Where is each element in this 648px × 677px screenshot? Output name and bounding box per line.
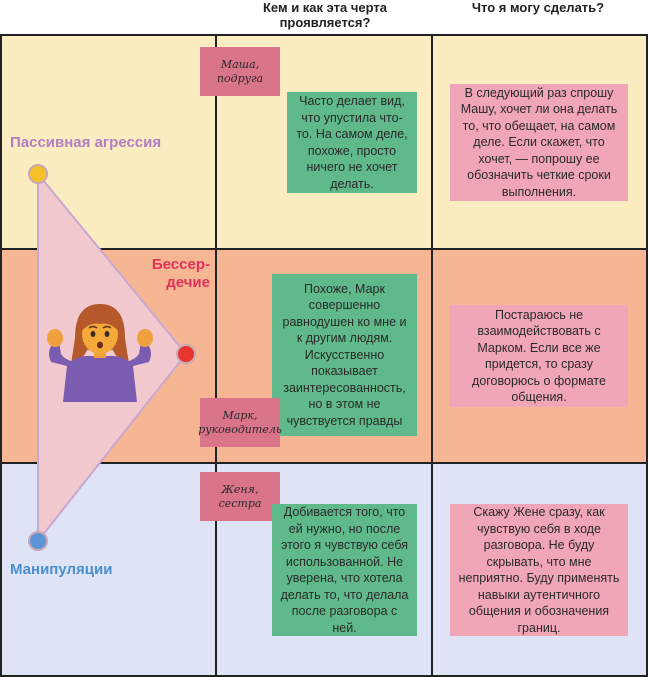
grid-line-row1 bbox=[0, 248, 648, 250]
how-note-passive: Часто делает вид, что упустила что-то. Н… bbox=[287, 92, 417, 193]
trait-label-heartless: Бессер- дечие bbox=[151, 256, 210, 291]
person-tag-mark: Марк, руководитель bbox=[198, 398, 282, 447]
grid-line-bottom bbox=[0, 675, 648, 677]
vertex-dot-passive bbox=[28, 164, 48, 184]
grid-line-top bbox=[0, 34, 648, 36]
person-tag-zhenya: Женя, сестра bbox=[200, 472, 280, 521]
grid-line-right bbox=[646, 35, 648, 677]
person-tag-masha: Маша, подруга bbox=[200, 47, 280, 96]
trait-label-manipulation: Манипуляции bbox=[10, 561, 113, 578]
how-note-manipulation: Добивается того, что ей нужно, но после … bbox=[272, 504, 417, 636]
vertex-dot-manipulation bbox=[28, 531, 48, 551]
action-note-manipulation: Скажу Жене сразу, как чувствую себя в хо… bbox=[450, 504, 628, 636]
action-note-passive: В следующий раз спрошу Машу, хочет ли он… bbox=[450, 84, 628, 201]
grid-line-row2 bbox=[0, 462, 648, 464]
header-action: Что я могу сделать? bbox=[471, 0, 605, 15]
header-how: Кем и как эта черта проявляется? bbox=[262, 0, 388, 30]
grid-line-left bbox=[0, 35, 2, 677]
action-note-heartless: Постараюсь не взаимодействовать с Марком… bbox=[450, 305, 628, 407]
trait-label-passive: Пассивная агрессия bbox=[10, 134, 162, 151]
vertex-dot-heartless bbox=[176, 344, 196, 364]
person-shrugging-icon bbox=[47, 304, 153, 402]
how-note-heartless: Похоже, Марк совершенно равнодушен ко мн… bbox=[272, 274, 417, 436]
grid-line-col1 bbox=[215, 35, 217, 677]
grid-line-col2 bbox=[431, 35, 433, 677]
